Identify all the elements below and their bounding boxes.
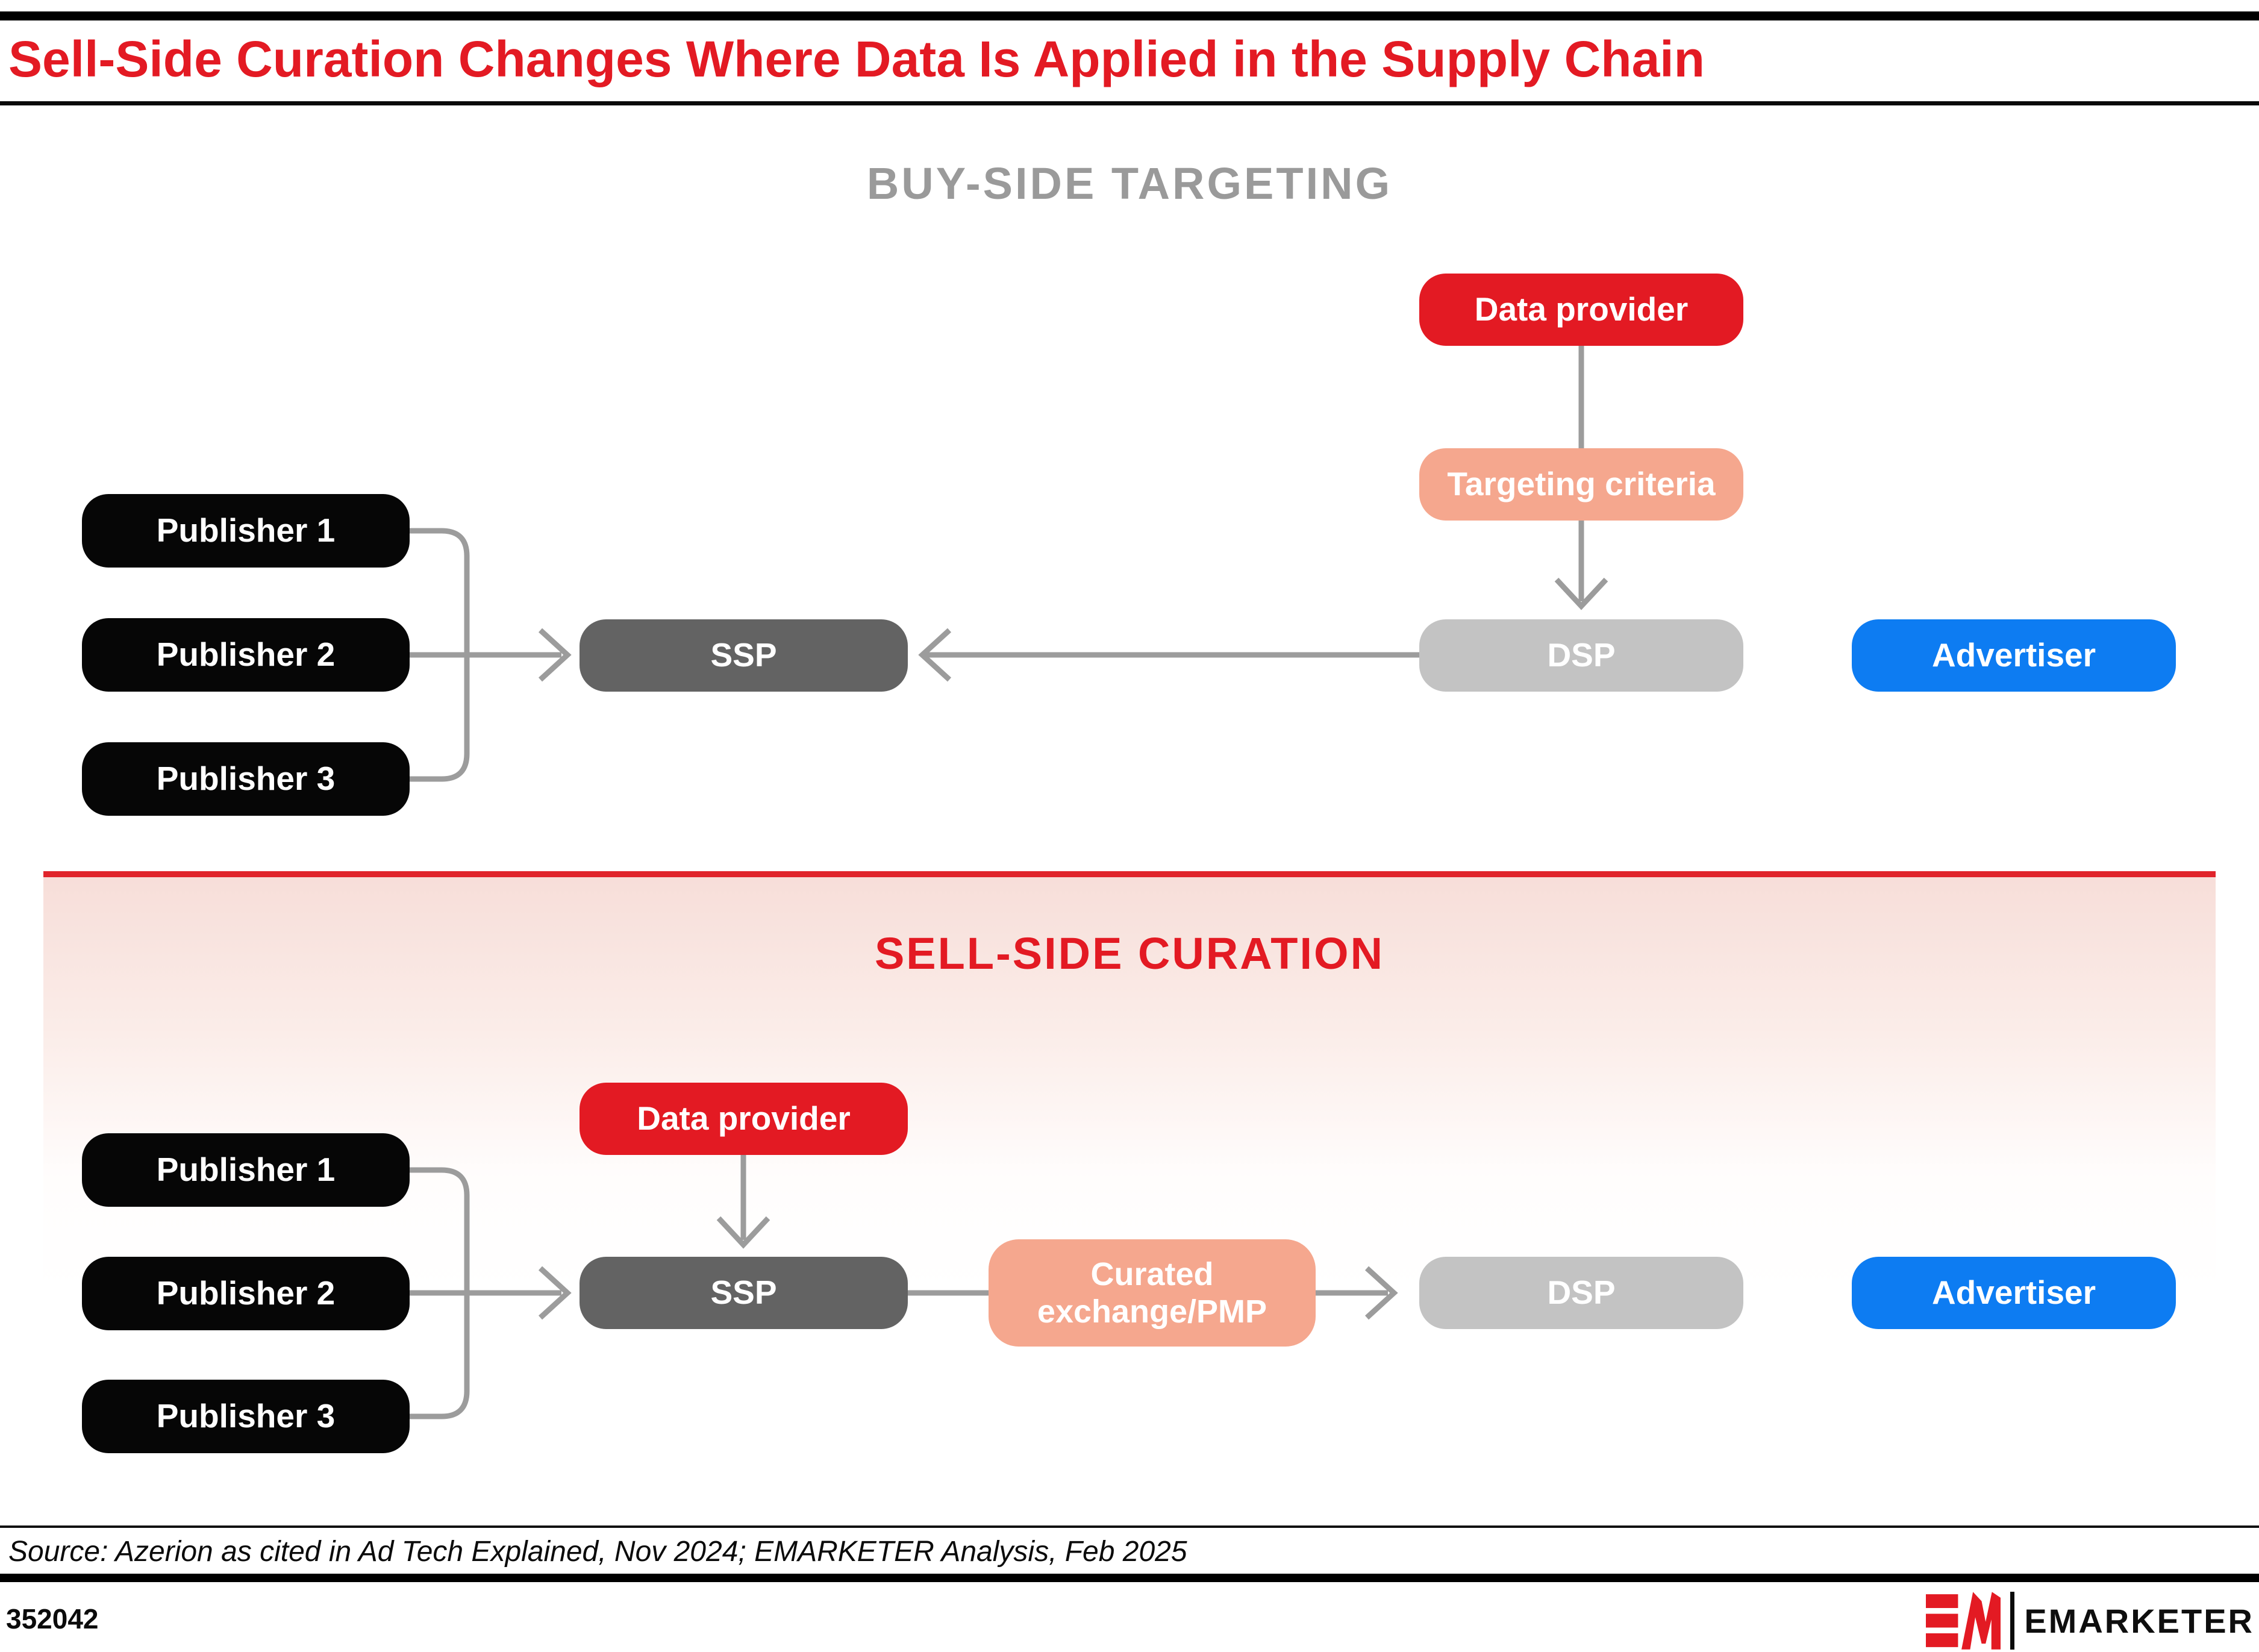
title-underline <box>0 101 2259 105</box>
buyside-publisher-2-box: Publisher 2 <box>82 618 410 692</box>
sellside-data-provider-box: Data provider <box>580 1083 908 1155</box>
sellside-publisher-2-box: Publisher 2 <box>82 1257 410 1330</box>
em-logo-mark-icon <box>1926 1592 2001 1650</box>
buyside-publisher-3-box: Publisher 3 <box>82 742 410 816</box>
sellside-dsp-box: DSP <box>1419 1257 1743 1329</box>
sell-side-gradient-band <box>43 877 2216 1293</box>
buyside-publisher-1-box: Publisher 1 <box>82 494 410 568</box>
buyside-targeting-criteria-box: Targeting criteria <box>1419 448 1743 521</box>
emarketer-logo: EMARKETER <box>1926 1591 2254 1651</box>
buyside-arrow-into-ssp-right <box>918 628 952 682</box>
sellside-curated-exchange-box: Curated exchange/PMP <box>989 1239 1316 1347</box>
sellside-ssp-box: SSP <box>580 1257 908 1329</box>
buyside-publishers-bracket <box>410 528 470 782</box>
buyside-dsp-box: DSP <box>1419 619 1743 692</box>
section-divider-red-line <box>43 871 2216 877</box>
brand-name: EMARKETER <box>2024 1601 2254 1640</box>
sell-side-heading: SELL-SIDE CURATION <box>874 928 1385 978</box>
chart-id: 352042 <box>6 1603 99 1635</box>
top-black-bar <box>0 11 2259 20</box>
page-title: Sell-Side Curation Changes Where Data Is… <box>8 31 1705 87</box>
logo-divider-bar <box>2010 1592 2015 1650</box>
buyside-ssp-box: SSP <box>580 619 908 692</box>
buyside-arrow-into-ssp-left <box>538 628 572 682</box>
source-separator-line <box>0 1525 2259 1528</box>
sellside-advertiser-box: Advertiser <box>1852 1257 2176 1329</box>
sellside-publisher-3-box: Publisher 3 <box>82 1380 410 1453</box>
buyside-arrow-into-dsp-top <box>1554 577 1608 610</box>
source-text: Source: Azerion as cited in Ad Tech Expl… <box>8 1536 1187 1568</box>
buyside-data-provider-box: Data provider <box>1419 274 1743 346</box>
footer-black-bar <box>0 1574 2259 1582</box>
sellside-publisher-1-box: Publisher 1 <box>82 1133 410 1207</box>
buy-side-heading: BUY-SIDE TARGETING <box>866 158 1393 208</box>
buyside-advertiser-box: Advertiser <box>1852 619 2176 692</box>
